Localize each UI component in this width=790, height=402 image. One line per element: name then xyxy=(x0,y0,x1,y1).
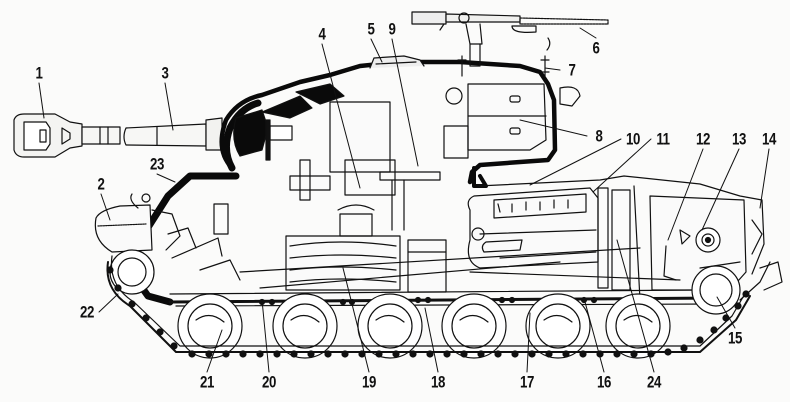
callout-4: 4 xyxy=(318,26,327,43)
callout-number: 11 xyxy=(656,129,670,149)
leader-line-11 xyxy=(592,138,652,193)
leader-line-21 xyxy=(206,329,223,373)
callout-number: 8 xyxy=(595,126,603,146)
callout-13: 13 xyxy=(730,131,748,148)
leader-line-18 xyxy=(424,307,439,373)
callout-2: 2 xyxy=(97,176,106,193)
leader-line-19 xyxy=(342,267,370,373)
callout-number: 13 xyxy=(732,129,746,149)
leader-line-9 xyxy=(391,38,419,167)
callout-number: 21 xyxy=(200,372,214,392)
callout-14: 14 xyxy=(760,131,778,148)
callout-9: 9 xyxy=(388,21,397,38)
leader-line-8 xyxy=(519,119,588,137)
callout-22: 22 xyxy=(78,304,96,321)
callout-8: 8 xyxy=(595,128,604,145)
callout-18: 18 xyxy=(429,374,447,391)
callout-7: 7 xyxy=(568,62,577,79)
road-wheels xyxy=(109,249,741,359)
leader-line-23 xyxy=(156,173,176,183)
callout-number: 7 xyxy=(568,60,576,80)
callout-number: 2 xyxy=(97,174,105,194)
callout-3: 3 xyxy=(161,65,170,82)
leader-line-7 xyxy=(544,67,561,71)
leader-line-20 xyxy=(261,299,270,373)
callout-23: 23 xyxy=(148,156,166,173)
callout-15: 15 xyxy=(726,330,744,347)
leader-line-14 xyxy=(759,148,770,209)
leader-line-2 xyxy=(100,193,111,221)
callout-11: 11 xyxy=(655,131,672,148)
callout-5: 5 xyxy=(367,21,376,38)
callout-number: 20 xyxy=(262,372,276,392)
callout-10: 10 xyxy=(624,131,642,148)
callout-number: 14 xyxy=(762,129,776,149)
callout-number: 9 xyxy=(388,19,396,39)
callout-20: 20 xyxy=(260,374,278,391)
machine-gun xyxy=(411,11,609,67)
callout-number: 15 xyxy=(728,328,742,348)
callout-number: 24 xyxy=(647,372,661,392)
leader-line-17 xyxy=(526,312,531,373)
callout-17: 17 xyxy=(518,374,536,391)
callout-number: 5 xyxy=(367,19,375,39)
track xyxy=(106,255,751,358)
callout-number: 3 xyxy=(161,63,169,83)
callout-number: 12 xyxy=(696,129,710,149)
leader-line-22 xyxy=(98,293,119,313)
callout-19: 19 xyxy=(360,374,378,391)
callout-1: 1 xyxy=(35,65,44,82)
callout-16: 16 xyxy=(595,374,613,391)
leader-line-3 xyxy=(164,82,174,131)
callout-12: 12 xyxy=(694,131,712,148)
leader-line-4 xyxy=(321,43,361,189)
leader-line-13 xyxy=(701,148,740,231)
leader-line-10 xyxy=(529,138,622,186)
callout-number: 16 xyxy=(597,372,611,392)
leader-line-6 xyxy=(579,27,597,39)
front-hull xyxy=(94,193,241,281)
callout-number: 19 xyxy=(362,372,376,392)
callout-number: 4 xyxy=(318,24,326,44)
leader-line-15 xyxy=(716,296,736,329)
leader-line-12 xyxy=(667,148,704,241)
gun-barrel xyxy=(123,117,223,151)
callout-6: 6 xyxy=(592,40,601,57)
callout-number: 10 xyxy=(626,129,640,149)
callout-24: 24 xyxy=(645,374,663,391)
callout-21: 21 xyxy=(198,374,216,391)
callout-number: 1 xyxy=(35,63,43,83)
leader-line-16 xyxy=(584,301,605,373)
leader-line-24 xyxy=(616,239,655,373)
leader-line-5 xyxy=(370,38,383,63)
callout-number: 17 xyxy=(520,372,534,392)
callout-leader-lines xyxy=(38,27,770,373)
callout-number: 18 xyxy=(431,372,445,392)
callout-number: 23 xyxy=(150,154,164,174)
muzzle-brake xyxy=(13,113,121,158)
callout-number: 6 xyxy=(592,38,600,58)
leader-line-1 xyxy=(38,82,45,119)
callout-number: 22 xyxy=(80,302,94,322)
engine xyxy=(467,175,783,301)
